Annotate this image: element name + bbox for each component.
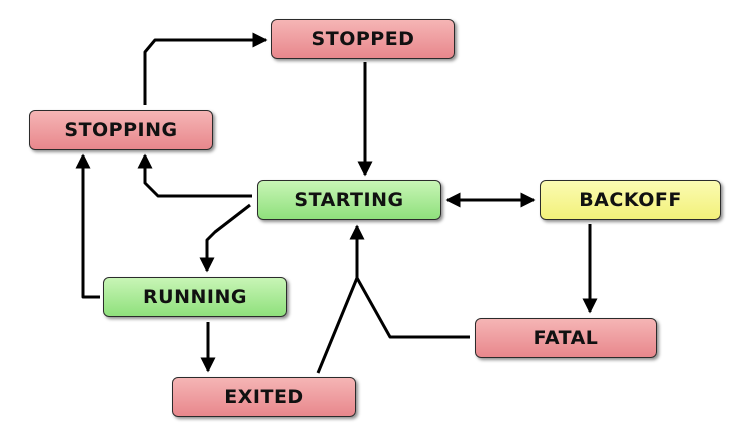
arrow-fatal-to-starting [355, 277, 470, 339]
state-stopped-label: STOPPED [311, 28, 415, 50]
state-running-label: RUNNING [143, 286, 247, 308]
state-starting: STARTING [257, 180, 441, 220]
state-backoff-label: BACKOFF [579, 189, 682, 211]
state-starting-label: STARTING [294, 189, 404, 211]
arrow-running-to-stopping [75, 153, 100, 299]
arrow-stopping-to-stopped [143, 32, 268, 105]
state-fatal-label: FATAL [533, 327, 599, 349]
arrow-starting-to-stopping [137, 153, 252, 198]
state-stopping: STOPPING [29, 110, 213, 150]
state-exited: EXITED [172, 377, 356, 417]
state-exited-label: EXITED [224, 386, 304, 408]
state-stopped: STOPPED [271, 19, 455, 59]
arrow-exited-to-starting [316, 224, 365, 374]
state-fatal: FATAL [475, 318, 657, 358]
state-running: RUNNING [103, 277, 287, 317]
state-stopping-label: STOPPING [64, 119, 178, 141]
arrow-starting-to-running [199, 203, 251, 273]
state-backoff: BACKOFF [540, 180, 721, 220]
